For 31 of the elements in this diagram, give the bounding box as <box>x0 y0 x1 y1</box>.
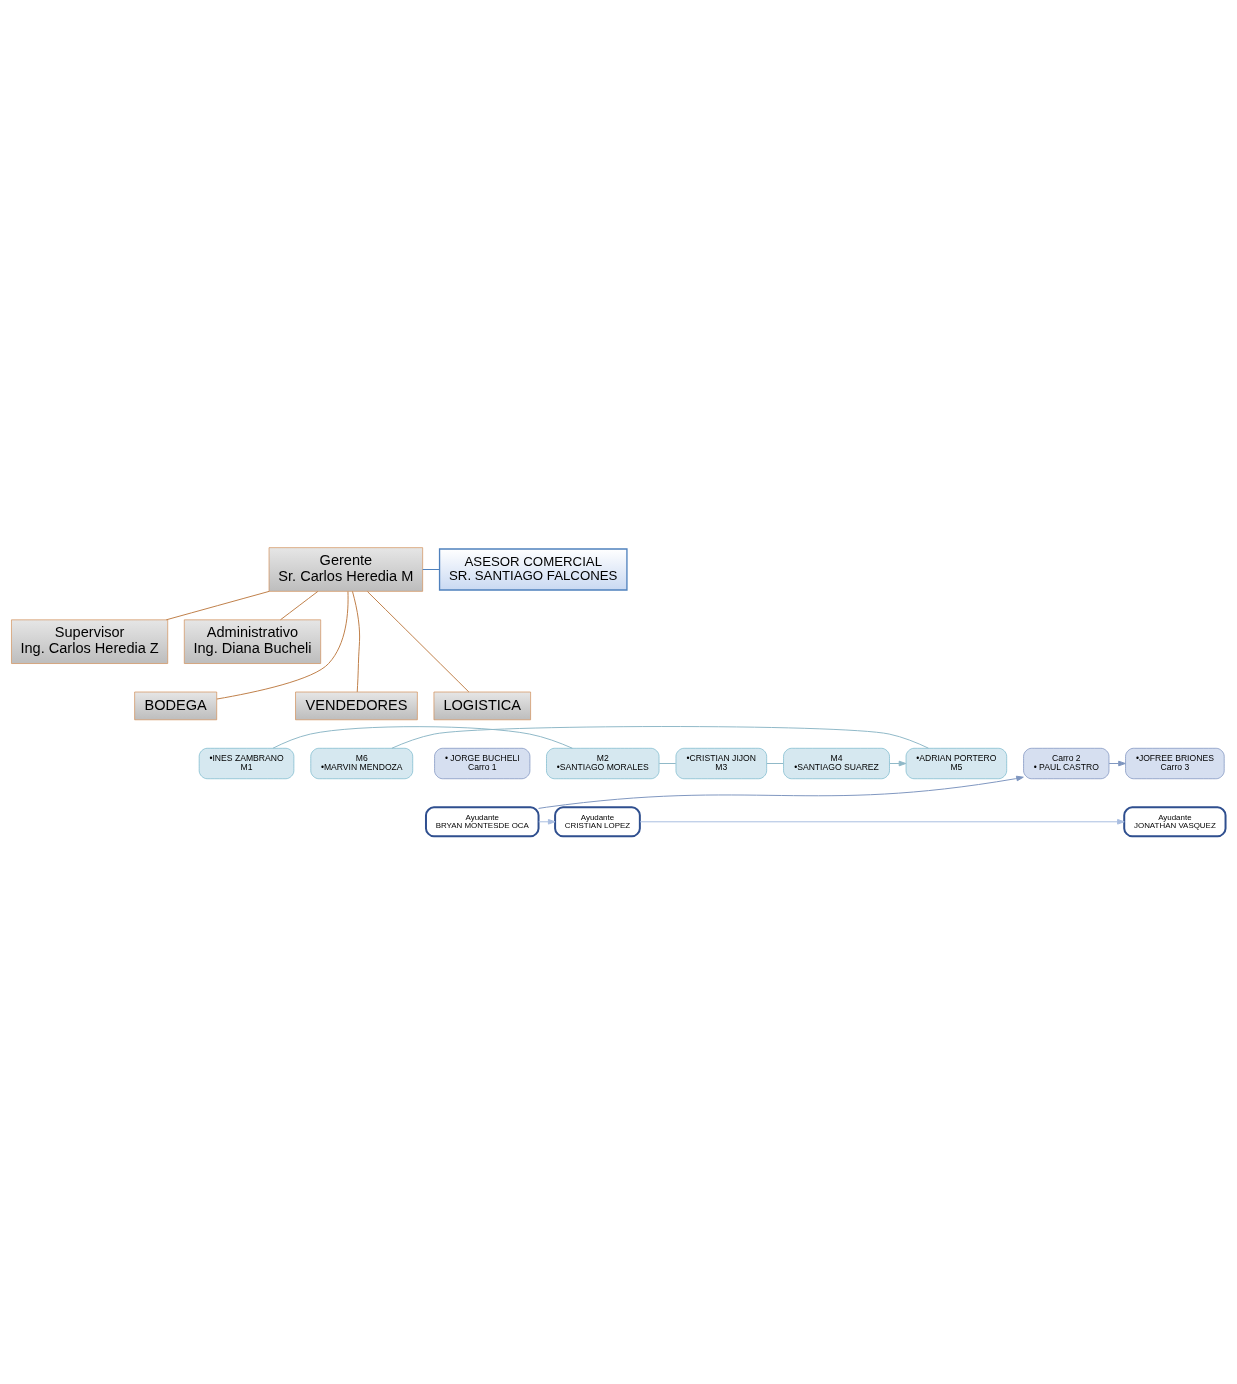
node-box: Carro 2 • PAUL CASTRO <box>1023 747 1110 780</box>
node-box: • JORGE BUCHELI Carro 1 <box>434 747 531 780</box>
arrow <box>639 818 1125 825</box>
connector <box>352 590 361 693</box>
arrow <box>889 760 907 767</box>
node-box: LOGISTICA <box>433 691 531 721</box>
arrow <box>1108 760 1126 767</box>
node-box: •INES ZAMBRANO M1 <box>198 747 295 780</box>
node-box: VENDEDORES <box>295 691 418 721</box>
connector <box>766 763 784 764</box>
node-box: ASESOR COMERCIAL SR. SANTIAGO FALCONES <box>438 548 628 591</box>
connector <box>280 590 319 621</box>
connector <box>658 763 677 764</box>
node-box: BODEGA <box>134 691 218 721</box>
connector <box>366 591 470 693</box>
arrow <box>538 818 556 825</box>
connector <box>422 569 440 570</box>
node-box: •JOFREE BRIONES Carro 3 <box>1125 747 1225 780</box>
connector <box>272 726 573 749</box>
node-box: Administrativo Ing. Diana Bucheli <box>183 619 321 664</box>
node-box: M6 •MARVIN MENDOZA <box>310 747 414 780</box>
node-box: Gerente Sr. Carlos Heredia M <box>268 547 423 592</box>
connector <box>216 591 349 700</box>
node-box: •CRISTIAN JIJON M3 <box>675 747 767 780</box>
node-box: Supervisor Ing. Carlos Heredia Z <box>11 619 169 664</box>
node-box: •ADRIAN PORTERO M5 <box>905 747 1008 780</box>
connector <box>391 726 929 749</box>
arrow <box>538 775 1024 809</box>
node-box: M4 •SANTIAGO SUAREZ <box>783 747 890 780</box>
connector <box>165 590 270 621</box>
node-box: M2 •SANTIAGO MORALES <box>546 747 660 780</box>
